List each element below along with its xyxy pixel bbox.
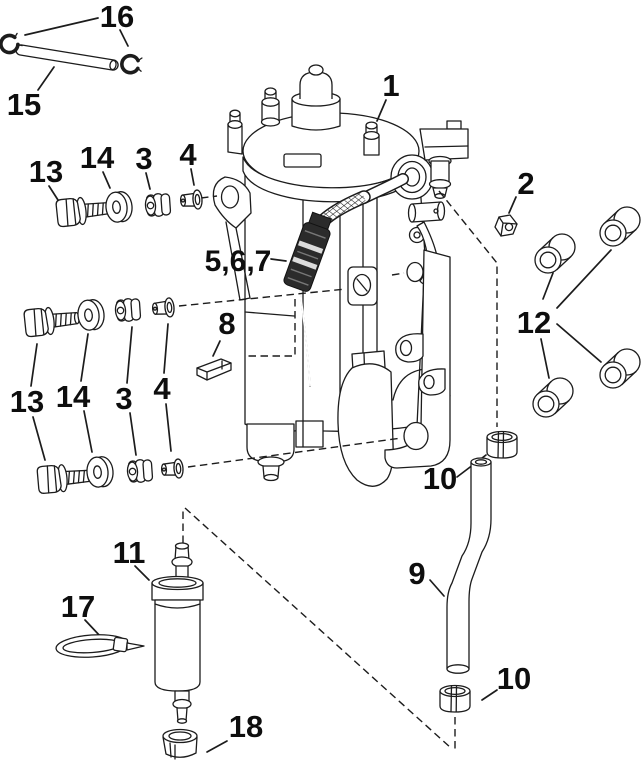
callout-1: 1 bbox=[382, 68, 399, 103]
lid-stud-left bbox=[227, 109, 243, 155]
retainer-8 bbox=[196, 358, 232, 381]
grommet-3-row3 bbox=[126, 458, 154, 484]
assembly-dashed-lines bbox=[178, 190, 498, 753]
callout-10-top: 10 bbox=[423, 461, 457, 496]
callout-3-row1: 3 bbox=[135, 141, 152, 176]
callout-3-row2: 3 bbox=[115, 381, 132, 416]
mid-clamp-screw bbox=[347, 266, 378, 306]
outlet-hose-9 bbox=[446, 457, 492, 674]
callout-14-row1: 14 bbox=[80, 140, 115, 175]
lower-module bbox=[337, 350, 451, 487]
callout-4-row1: 4 bbox=[179, 137, 197, 172]
grommet-3-row1 bbox=[144, 192, 172, 218]
fuel-hose-15 bbox=[15, 44, 119, 71]
right-bracket bbox=[384, 249, 451, 469]
callout-14-row2: 14 bbox=[56, 379, 91, 414]
callouts: 16 15 13 14 3 4 1 2 5,6,7 8 12 13 14 3 4… bbox=[7, 0, 551, 744]
callout-13-row2: 13 bbox=[10, 384, 44, 419]
callout-9: 9 bbox=[408, 556, 425, 591]
callout-4-row2: 4 bbox=[153, 371, 171, 406]
sensor-harness bbox=[283, 173, 409, 387]
callout-16: 16 bbox=[100, 0, 134, 34]
outlet-manifold bbox=[419, 120, 469, 199]
vapor-separator-assembly bbox=[212, 64, 469, 487]
hose-clamp-10-bottom bbox=[439, 684, 471, 713]
cap-18 bbox=[162, 728, 198, 760]
cable-tie-17 bbox=[55, 634, 145, 658]
lid-stud-right bbox=[363, 121, 380, 156]
callout-12: 12 bbox=[517, 305, 551, 340]
callout-13-row1: 13 bbox=[29, 154, 63, 189]
callout-17: 17 bbox=[61, 589, 95, 624]
callout-15: 15 bbox=[7, 87, 41, 122]
callout-18: 18 bbox=[229, 709, 263, 744]
callout-11: 11 bbox=[113, 535, 146, 570]
hose-clamp-10-top bbox=[486, 430, 518, 459]
nut-2 bbox=[494, 214, 518, 237]
lid-fitting bbox=[260, 87, 281, 127]
left-bracket bbox=[212, 176, 252, 301]
callout-5-6-7: 5,6,7 bbox=[205, 245, 272, 278]
callout-10-bottom: 10 bbox=[497, 661, 531, 696]
callout-2: 2 bbox=[517, 166, 534, 201]
fuel-filter-11 bbox=[151, 542, 204, 724]
bottom-housing bbox=[246, 420, 324, 482]
grommet-3-row2 bbox=[114, 297, 142, 323]
connector-5-6-7 bbox=[283, 211, 333, 292]
callout-8: 8 bbox=[218, 306, 235, 341]
